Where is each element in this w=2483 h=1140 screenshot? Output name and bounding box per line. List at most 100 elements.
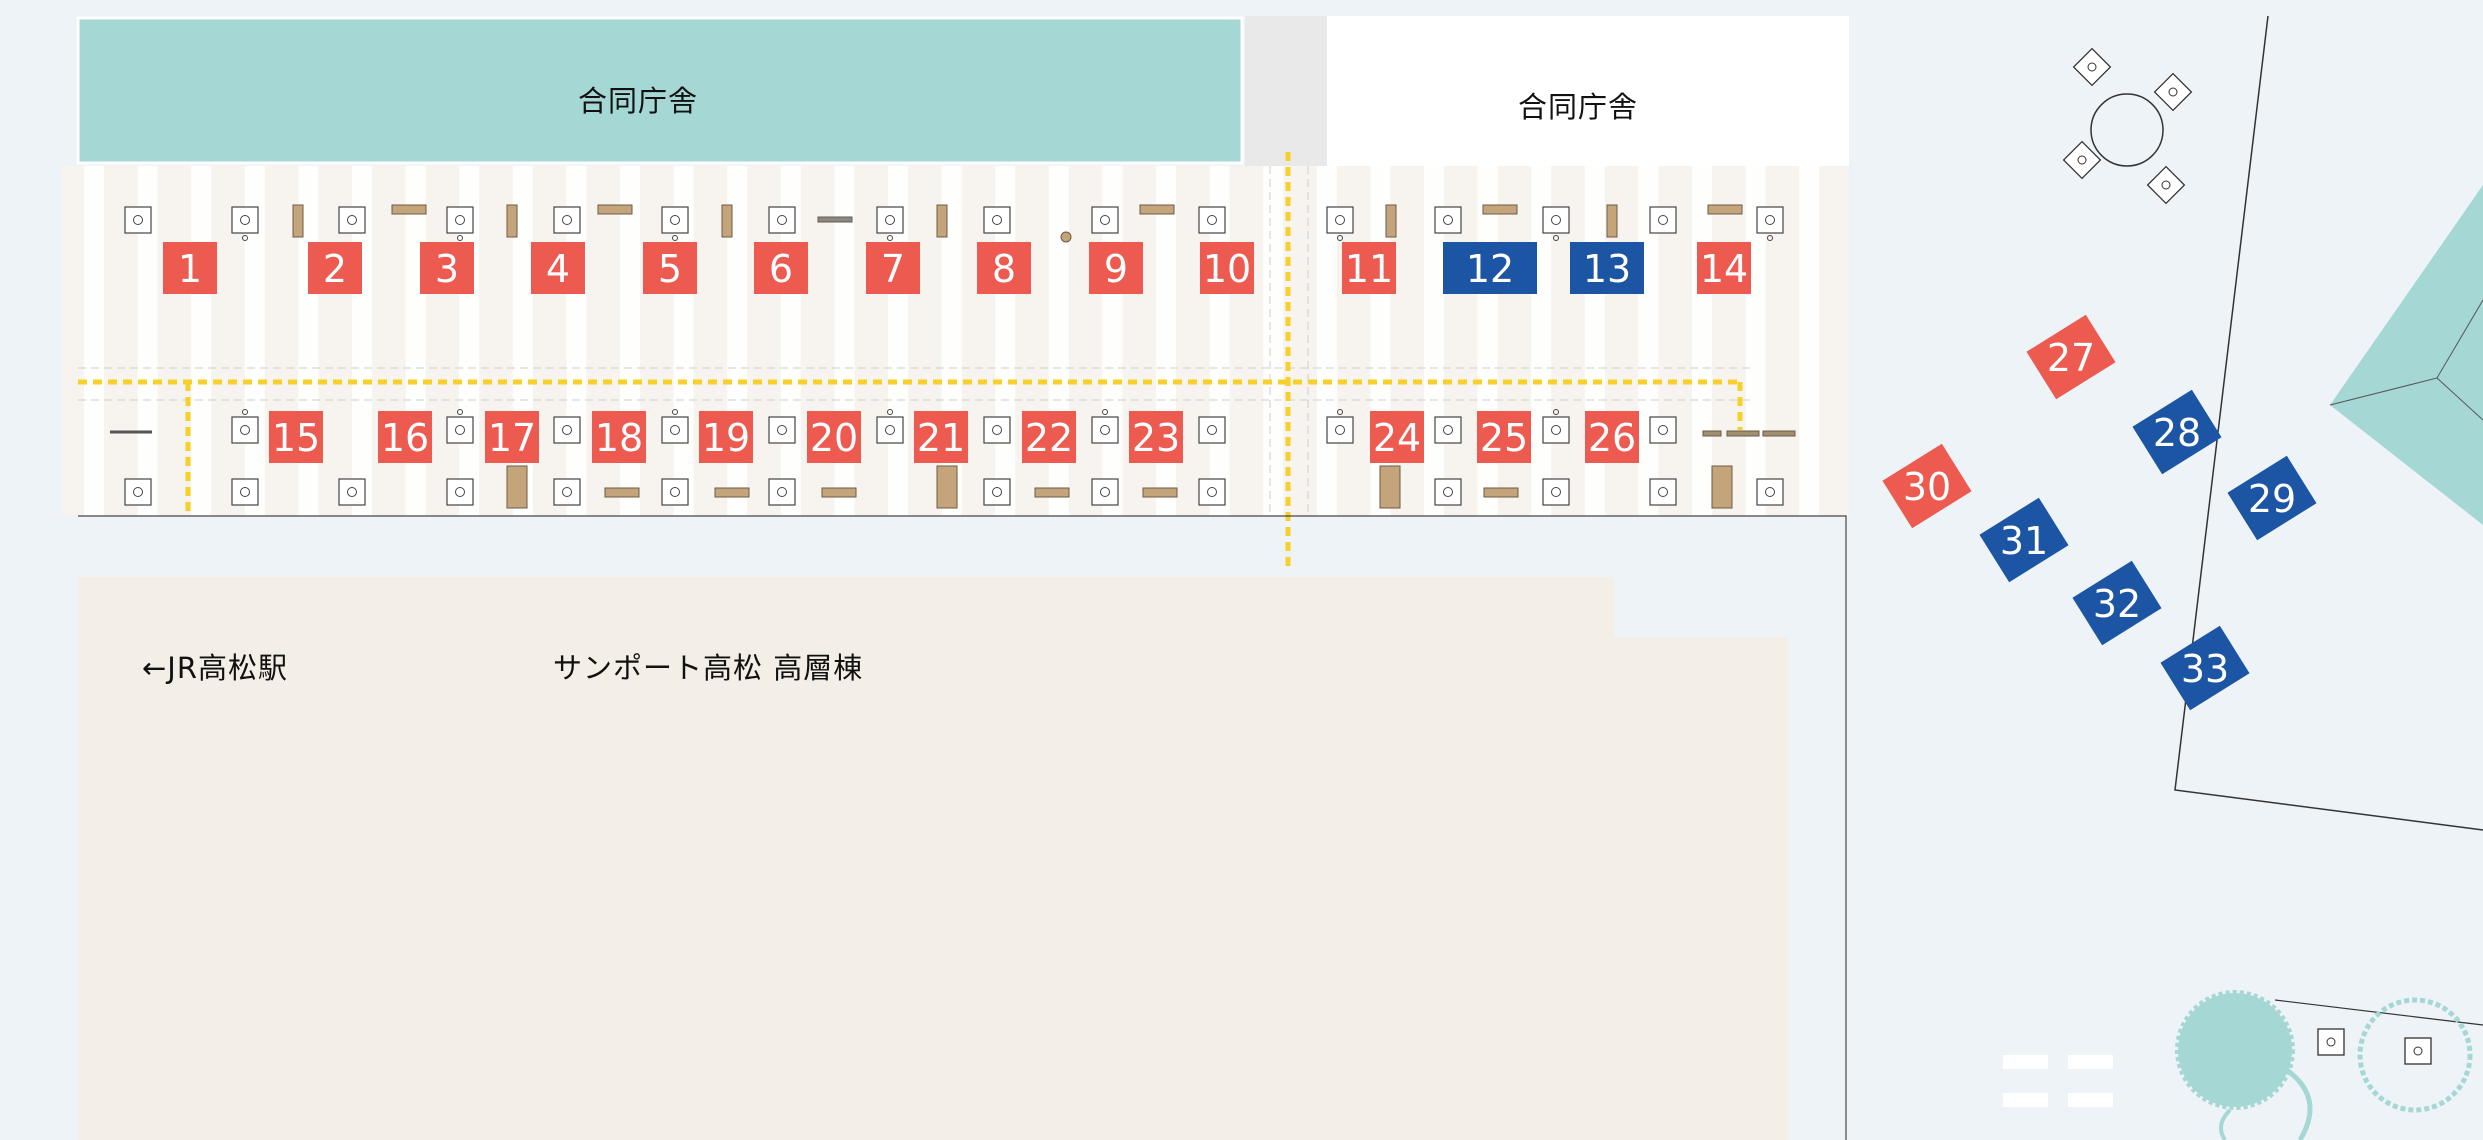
booth-number: 1 bbox=[178, 247, 202, 291]
booth-number: 33 bbox=[2181, 647, 2229, 691]
bench-icon bbox=[506, 204, 518, 238]
bench-icon bbox=[391, 204, 427, 215]
booth-9[interactable]: 9 bbox=[1089, 242, 1143, 294]
booth-22[interactable]: 22 bbox=[1022, 411, 1076, 463]
booth-24[interactable]: 24 bbox=[1370, 411, 1424, 463]
column-marker-icon bbox=[1649, 478, 1677, 506]
sunport-building bbox=[78, 577, 1788, 1140]
booth-32[interactable]: 32 bbox=[2071, 558, 2164, 648]
booth-16[interactable]: 16 bbox=[378, 411, 432, 463]
column-marker-icon bbox=[1542, 409, 1570, 444]
booth-number: 4 bbox=[546, 247, 570, 291]
booth-26[interactable]: 26 bbox=[1585, 411, 1639, 463]
bench-icon bbox=[506, 465, 528, 509]
column-marker-icon bbox=[1091, 206, 1119, 234]
column-marker-icon bbox=[768, 416, 796, 444]
bench-icon bbox=[597, 204, 633, 215]
booth-6[interactable]: 6 bbox=[754, 242, 808, 294]
booth-number: 25 bbox=[1480, 416, 1528, 460]
booth-3[interactable]: 3 bbox=[420, 242, 474, 294]
booth-number: 17 bbox=[488, 416, 536, 460]
column-marker-icon bbox=[1198, 478, 1226, 506]
booth-28[interactable]: 28 bbox=[2131, 387, 2224, 477]
column-marker-icon bbox=[124, 478, 152, 506]
booth-31[interactable]: 31 bbox=[1978, 495, 2071, 585]
booth-number: 8 bbox=[992, 247, 1016, 291]
booth-23[interactable]: 23 bbox=[1129, 411, 1183, 463]
column-marker-icon bbox=[1756, 478, 1784, 506]
bench-icon bbox=[1707, 204, 1743, 215]
booth-1[interactable]: 1 bbox=[163, 242, 217, 294]
booth-33[interactable]: 33 bbox=[2159, 623, 2252, 713]
column-marker-icon bbox=[1649, 206, 1677, 234]
column-marker-icon bbox=[2317, 1028, 2432, 1065]
column-marker-icon bbox=[1091, 478, 1119, 506]
bench-icon bbox=[1142, 487, 1178, 498]
bench-icon bbox=[1762, 430, 1796, 437]
column-marker-icon bbox=[1434, 206, 1462, 234]
bench-icon bbox=[1139, 204, 1175, 215]
column-marker-icon bbox=[446, 206, 474, 241]
column-marker-icon bbox=[553, 206, 581, 234]
column-marker-icon bbox=[446, 478, 474, 506]
booth-number: 6 bbox=[769, 247, 793, 291]
booth-13[interactable]: 13 bbox=[1570, 242, 1644, 294]
booth-number: 7 bbox=[881, 247, 905, 291]
booth-number: 30 bbox=[1903, 465, 1951, 509]
booth-number: 26 bbox=[1588, 416, 1636, 460]
column-marker-icon bbox=[1756, 206, 1784, 241]
booth-21[interactable]: 21 bbox=[914, 411, 968, 463]
booth-18[interactable]: 18 bbox=[592, 411, 646, 463]
booth-11[interactable]: 11 bbox=[1342, 242, 1396, 294]
column-marker-icon bbox=[1542, 478, 1570, 506]
booth-number: 27 bbox=[2047, 336, 2095, 380]
column-marker-icon bbox=[768, 206, 796, 234]
booth-number: 18 bbox=[595, 416, 643, 460]
booth-number: 21 bbox=[917, 416, 965, 460]
column-marker-icon bbox=[876, 409, 904, 444]
column-marker-icon bbox=[231, 478, 259, 506]
booth-15[interactable]: 15 bbox=[269, 411, 323, 463]
bench-icon bbox=[1606, 204, 1618, 238]
booth-4[interactable]: 4 bbox=[531, 242, 585, 294]
bench-icon bbox=[1483, 487, 1519, 498]
booth-number: 22 bbox=[1025, 416, 1073, 460]
column-marker-icon bbox=[338, 478, 366, 506]
booth-number: 3 bbox=[435, 247, 459, 291]
booth-17[interactable]: 17 bbox=[485, 411, 539, 463]
booth-number: 32 bbox=[2093, 582, 2141, 626]
booth-number: 14 bbox=[1700, 247, 1748, 291]
booth-number: 2 bbox=[323, 247, 347, 291]
booth-10[interactable]: 10 bbox=[1200, 242, 1254, 294]
booth-30[interactable]: 30 bbox=[1881, 441, 1974, 531]
building-right bbox=[1327, 16, 1849, 166]
booth-number: 9 bbox=[1104, 247, 1128, 291]
booth-7[interactable]: 7 bbox=[866, 242, 920, 294]
booth-19[interactable]: 19 bbox=[699, 411, 753, 463]
booth-20[interactable]: 20 bbox=[807, 411, 861, 463]
bench-icon bbox=[1711, 465, 1733, 509]
booth-25[interactable]: 25 bbox=[1477, 411, 1531, 463]
column-marker-icon bbox=[983, 478, 1011, 506]
table-set-icon bbox=[2062, 47, 2193, 205]
bench-icon bbox=[714, 487, 750, 498]
column-marker-icon bbox=[1542, 206, 1570, 241]
booth-29[interactable]: 29 bbox=[2226, 453, 2319, 543]
booth-number: 15 bbox=[272, 416, 320, 460]
path-icon bbox=[78, 152, 1743, 572]
booth-2[interactable]: 2 bbox=[308, 242, 362, 294]
booth-number: 31 bbox=[2000, 519, 2048, 563]
column-marker-icon bbox=[876, 206, 904, 241]
column-marker-icon bbox=[983, 416, 1011, 444]
booth-12[interactable]: 12 bbox=[1443, 242, 1537, 294]
column-marker-icon bbox=[1091, 409, 1119, 444]
column-marker-icon bbox=[446, 409, 474, 444]
bench-icon bbox=[936, 465, 958, 509]
booth-27[interactable]: 27 bbox=[2025, 312, 2118, 402]
bench-icon bbox=[1385, 204, 1397, 238]
booth-14[interactable]: 14 bbox=[1697, 242, 1751, 294]
booth-number: 16 bbox=[381, 416, 429, 460]
booth-8[interactable]: 8 bbox=[977, 242, 1031, 294]
booth-5[interactable]: 5 bbox=[643, 242, 697, 294]
